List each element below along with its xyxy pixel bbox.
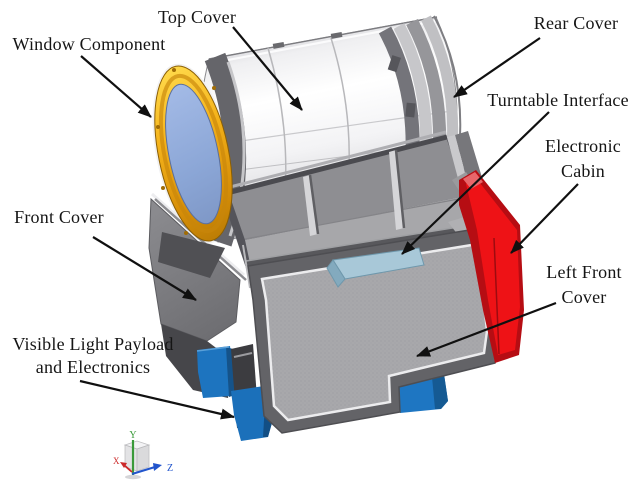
window-component-ring xyxy=(154,65,233,242)
arrow-visible-light-payload xyxy=(79,379,235,420)
arrow-electronic-cabin xyxy=(510,183,579,254)
axis-y-label: Y xyxy=(129,430,136,441)
arrow-front-cover xyxy=(92,236,197,301)
label-turntable-interface: Turntable Interface xyxy=(487,90,629,110)
turntable-interface-strip xyxy=(326,247,425,288)
label-visible-light-payload: Visible Light Payload and Electronics xyxy=(12,334,174,377)
arrow-top-cover xyxy=(232,26,303,111)
arrow-rear-cover xyxy=(453,37,541,98)
callout-arrows xyxy=(79,26,579,420)
orientation-triad: Y Z X xyxy=(113,430,173,480)
tray-rib-1 xyxy=(303,174,320,236)
arrow-window-component xyxy=(80,55,152,118)
window-glass xyxy=(165,83,222,225)
arrow-turntable-interface xyxy=(401,111,550,255)
axis-x-label: X xyxy=(113,456,120,466)
tray-rib-2 xyxy=(389,149,406,230)
window-ring-collar xyxy=(158,232,225,278)
label-top-cover: Top Cover xyxy=(157,7,237,27)
ring-screws xyxy=(156,68,216,235)
electronic-cabin-red xyxy=(459,170,524,363)
arrow-left-front-cover xyxy=(416,301,557,358)
left-front-cover-panel xyxy=(247,226,499,434)
label-electronic-cabin: Electronic Cabin xyxy=(545,136,621,181)
label-window-component: Window Component xyxy=(12,34,166,54)
label-left-front-cover: Left Front Cover xyxy=(546,262,622,307)
label-front-cover: Front Cover xyxy=(14,207,104,227)
label-rear-cover: Rear Cover xyxy=(533,13,619,33)
axis-z-label: Z xyxy=(167,463,173,474)
